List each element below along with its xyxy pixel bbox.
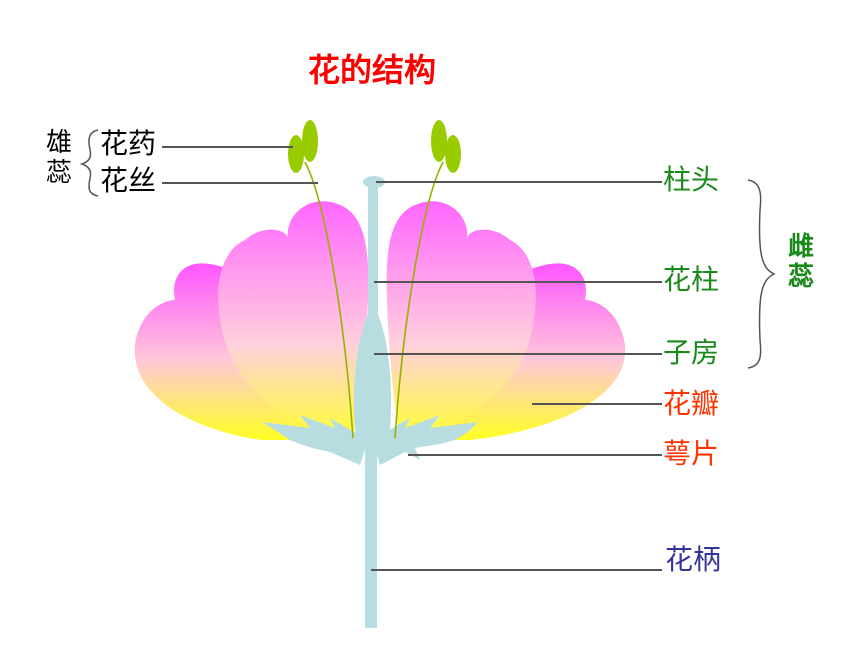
style-shape (368, 185, 378, 315)
label-pedicel: 花柄 (665, 543, 722, 576)
label-ovary: 子房 (663, 336, 720, 369)
filament-right-shape (394, 161, 444, 439)
filament-left-shape (304, 161, 354, 439)
label-anther: 花药 (100, 127, 157, 160)
diagram-title: 花的结构 (308, 51, 437, 89)
anther-right-2 (445, 135, 461, 173)
petal-front-left (218, 201, 369, 440)
anther-right-1 (431, 120, 447, 162)
label-petal: 花瓣 (663, 387, 720, 420)
stigma-shape (363, 176, 385, 188)
sepal-left-shape (262, 415, 368, 465)
anther-left-1 (288, 135, 304, 173)
stamen-brace (79, 129, 99, 197)
label-stigma: 柱头 (663, 163, 720, 196)
label-pistil: 雌蕊 (787, 232, 814, 292)
ovary-shape (353, 310, 392, 449)
sepal-right-shape (372, 415, 478, 465)
anther-left-2 (302, 120, 318, 162)
label-sepal: 萼片 (663, 437, 720, 470)
label-stamen: 雄蕊 (45, 128, 72, 188)
label-style: 花柱 (663, 263, 720, 296)
petal-front-right (386, 201, 536, 440)
pedicel-shape (365, 440, 377, 628)
pistil-brace (747, 179, 776, 369)
label-filament: 花丝 (100, 164, 157, 197)
